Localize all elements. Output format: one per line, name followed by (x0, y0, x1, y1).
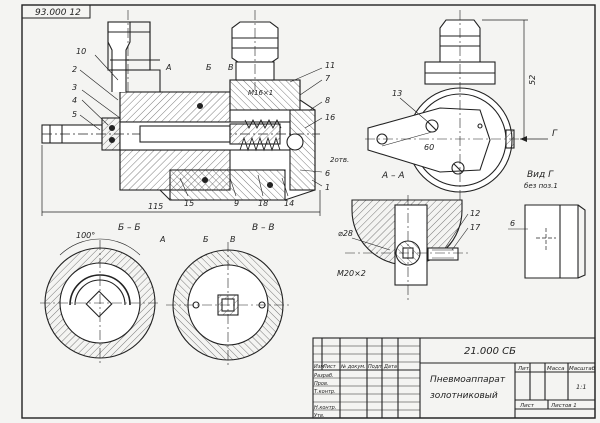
dim-115-text: 115 (148, 202, 163, 211)
tb-role-0: Разраб. (314, 373, 334, 379)
main-section-view (41, 10, 320, 201)
pos-9: 9 (234, 199, 239, 208)
stamp-code: 93.000 12 (35, 8, 81, 18)
pos-5: 5 (72, 110, 77, 119)
cut-v-label-mid: В (230, 235, 236, 244)
pos-4: 4 (72, 96, 77, 105)
tb-rev-col-4: Дата (383, 364, 397, 370)
tb-scale-value: 1:1 (576, 383, 586, 391)
section-vv-title: В – В (252, 223, 275, 233)
title-block (312, 337, 596, 419)
pos-13: 13 (392, 89, 402, 98)
tb-sheet: Лист (519, 403, 535, 409)
tb-role-4: Н.контр. (314, 405, 336, 411)
cut-a-label-mid: А (159, 235, 165, 244)
product-name-2: золотниковый (430, 391, 498, 401)
pos-3: 3 (72, 83, 77, 92)
cut-a-label-top: А (165, 63, 171, 72)
dim-60-line (381, 131, 433, 147)
sheet-frame (21, 4, 596, 419)
drawing-code: 21.000 СБ (464, 346, 516, 357)
pos-7: 7 (325, 74, 331, 83)
pos-8: 8 (325, 96, 330, 105)
pos-11: 11 (325, 61, 335, 70)
view-g-letter: Г (552, 129, 558, 139)
note-2otv: 2отв. (330, 156, 349, 164)
pos-15: 15 (184, 199, 194, 208)
view-g (508, 204, 586, 279)
section-vv-view (166, 242, 290, 368)
pos-18: 18 (258, 199, 268, 208)
tb-role-2: Т.контр. (314, 389, 336, 395)
product-name-1: Пневмоаппарат (430, 375, 506, 385)
position-leaders (79, 54, 323, 197)
section-bb-view (40, 238, 160, 365)
section-aa-view (345, 195, 470, 300)
tb-role-1: Пров. (314, 381, 329, 387)
view-g-title: Вид Г (527, 170, 554, 180)
pos-10: 10 (76, 47, 86, 56)
tb-rev-col-1: Лист (322, 364, 337, 370)
cut-v-label-top: В (228, 63, 234, 72)
pos-13-leader (399, 97, 429, 123)
tb-sheets: Листов 1 (550, 403, 577, 409)
thread-m16-label: M16×1 (248, 89, 273, 97)
view-g-arrowhead (520, 136, 527, 142)
section-bb-title: Б – Б (118, 223, 141, 233)
view-g-note: без поз.1 (524, 182, 558, 190)
dim-phi28: ⌀28 (338, 229, 353, 238)
tb-rev-col-3: Подп. (368, 364, 383, 370)
pos-12: 12 (470, 209, 480, 218)
dim-60-text: 60 (424, 143, 434, 152)
pos-12-leader (444, 213, 469, 249)
tb-rev-col-0: Изм (314, 364, 324, 370)
tb-role-5: Утв. (314, 413, 325, 419)
dim-6-text: 6 (510, 219, 515, 228)
tb-lit: Лит. (517, 366, 531, 372)
pos-16: 16 (325, 113, 335, 122)
pos-14: 14 (284, 199, 294, 208)
cut-b-label-top: Б (206, 63, 212, 72)
pos-17: 17 (470, 223, 481, 232)
side-view (365, 10, 520, 200)
dim-100deg: 100° (76, 231, 95, 240)
cut-b-label-mid: Б (203, 235, 209, 244)
stamp-box (21, 4, 91, 19)
dim-52-text: 52 (528, 75, 537, 85)
phi28-leader (351, 237, 391, 251)
dim-115 (41, 145, 321, 216)
dim-52 (482, 19, 528, 139)
tb-scale: Масштаб (569, 366, 596, 372)
pos-17-leader (451, 227, 469, 251)
pos-6: 6 (325, 169, 330, 178)
tb-mass: Масса (547, 366, 565, 372)
pos-1: 1 (325, 183, 330, 192)
tb-rev-col-2: № докум. (340, 364, 366, 370)
thread-m20: M20×2 (337, 269, 366, 278)
section-aa-title: А – А (381, 171, 405, 181)
pos-2: 2 (72, 65, 77, 74)
